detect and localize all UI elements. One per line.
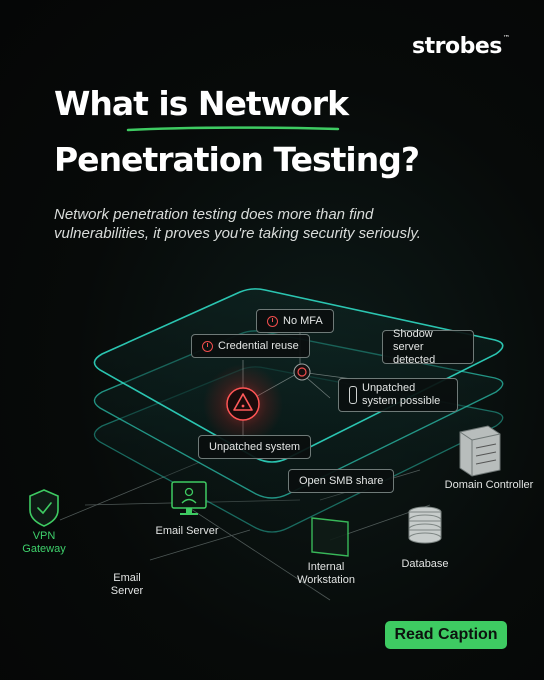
tag-shadow-server: Shodow server detected xyxy=(382,328,474,366)
headline-underline xyxy=(126,126,340,132)
label-domain-controller: Domain Controller xyxy=(444,479,534,491)
warning-icon xyxy=(267,315,278,327)
shield-icon xyxy=(29,489,59,527)
alert-triangle-icon xyxy=(226,387,260,421)
headline-line-2: Penetration Testing? xyxy=(54,140,420,179)
label-vpn-gateway: VPN Gateway xyxy=(22,530,66,555)
label-database: Database xyxy=(401,558,449,570)
email-server-monitor-icon xyxy=(171,481,207,515)
label-email-server: Email Server xyxy=(155,525,219,537)
server-rack-icon xyxy=(459,425,501,477)
read-caption-button[interactable]: Read Caption xyxy=(385,621,507,649)
workstation-icon xyxy=(311,517,349,557)
device-icon xyxy=(349,386,357,404)
label-internal-workstation: Internal Workstation xyxy=(297,561,355,586)
tag-unpatched-possible: Unpatched system possible xyxy=(338,378,458,412)
tag-open-smb: Open SMB share xyxy=(288,469,395,493)
headline-line-1: What is Network xyxy=(54,84,349,123)
warning-icon xyxy=(202,340,213,352)
tag-no-mfa: No MFA xyxy=(256,309,334,333)
brand-logo: strobes™ xyxy=(412,34,510,59)
tag-unpatched-system: Unpatched system xyxy=(198,435,312,459)
label-email-server-secondary: Email Server xyxy=(110,572,144,597)
tag-credential-reuse: Credential reuse xyxy=(191,334,310,358)
small-alert-node-icon xyxy=(293,363,311,381)
subtitle: Network penetration testing does more th… xyxy=(54,206,421,242)
database-icon xyxy=(408,506,442,544)
